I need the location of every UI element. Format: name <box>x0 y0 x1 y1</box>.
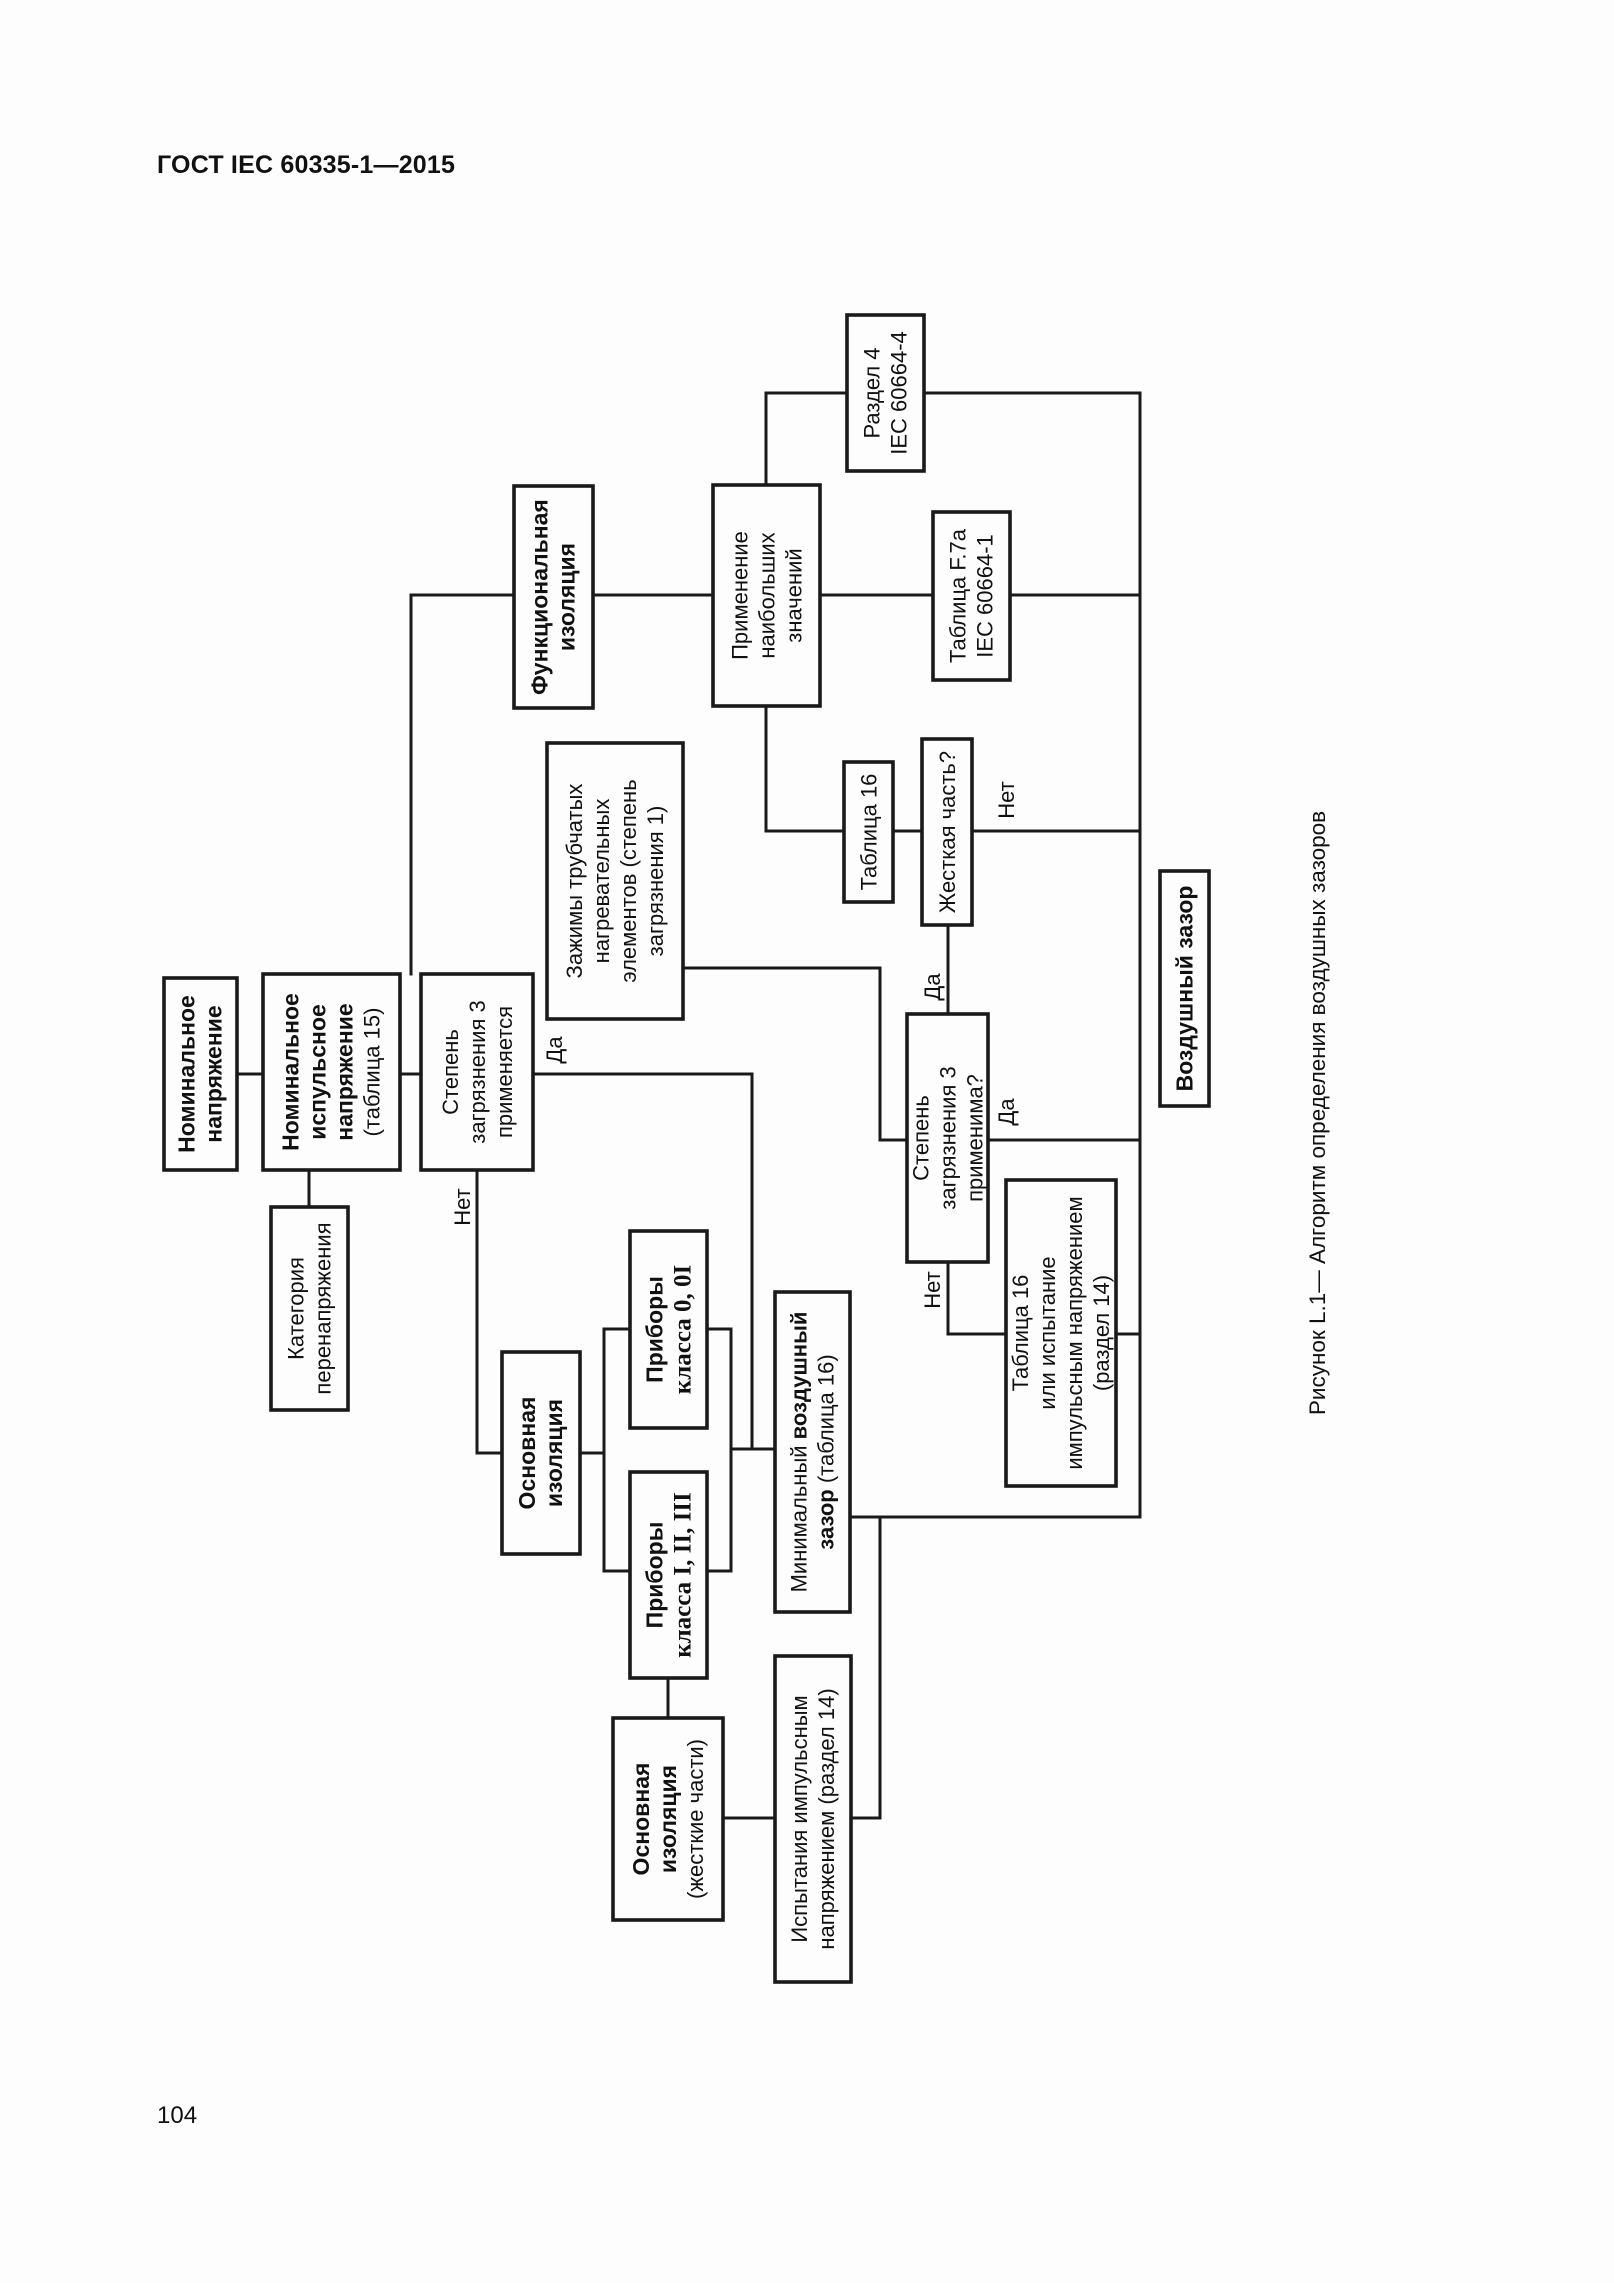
node-pollution-degree3-applicable: Степень загрязнения 3 применима? <box>905 1012 990 1264</box>
node-text: применима? <box>963 1074 988 1202</box>
node-text: или испытание <box>1035 1256 1060 1409</box>
node-table-f7a: Таблица F.7a IEC 60664-1 <box>931 510 1012 682</box>
node-text: Номинальное <box>278 993 304 1151</box>
node-text: наибольших <box>755 532 780 658</box>
node-table16-or-impulse-test: Таблица 16 или испытание импульсным напр… <box>1004 1178 1118 1488</box>
node-text: применяется <box>492 1006 517 1138</box>
node-text: Основная <box>628 1763 654 1876</box>
node-text: Таблица F.7a <box>946 528 971 663</box>
node-text: изоляция <box>554 543 580 651</box>
node-text: Минимальный воздушный <box>787 1312 812 1593</box>
node-appliances-class-1-2-3: Приборы класса I, II, III <box>628 1470 709 1680</box>
edge-label-yes: Да <box>920 973 945 1001</box>
node-text: Приборы <box>642 1522 668 1629</box>
node-pollution-degree3-applies: Степень загрязнения 3 применяется <box>419 972 535 1172</box>
node-overvoltage-category: Категория перенапряжения <box>269 1205 350 1412</box>
node-text: Степень <box>438 1029 463 1115</box>
node-text: IEC 60664-1 <box>973 534 998 658</box>
node-text: Основная <box>514 1397 540 1510</box>
node-text: Таблица 16 <box>857 774 882 891</box>
node-text: напряжение <box>201 1005 227 1142</box>
node-text: Степень <box>909 1095 934 1181</box>
min-clearance-normal: (таблица 16) <box>814 1354 839 1489</box>
node-text: класса 0, 0I <box>670 1265 697 1394</box>
node-rated-voltage: Номинальное напряжение <box>162 976 239 1172</box>
node-text: Приборы <box>642 1276 668 1383</box>
node-text: IEC 60664-4 <box>887 331 912 455</box>
node-text: нагревательных <box>589 799 614 964</box>
node-impulse-voltage-tests: Испытания импульсным напряжением (раздел… <box>773 1654 853 1984</box>
node-text: загрязнения 1) <box>643 806 668 957</box>
node-text: Испытания импульсным <box>787 1695 812 1942</box>
node-text: Жесткая часть? <box>935 751 960 913</box>
min-clearance-normal: Минимальный <box>787 1439 812 1592</box>
node-basic-insulation: Основная изоляция <box>500 1350 582 1556</box>
edge-label-yes: Да <box>994 1098 1019 1126</box>
node-text: перенапряжения <box>311 1222 336 1394</box>
node-text: загрязнения 3 <box>465 1000 490 1143</box>
node-apply-highest-values: Применение наибольших значений <box>711 483 822 708</box>
node-text: класса I, II, III <box>670 1492 697 1658</box>
node-section4-iec60664-4: Раздел 4 IEC 60664-4 <box>845 313 926 473</box>
node-rigid-part-question: Жесткая часть? <box>920 737 974 927</box>
node-air-clearance: Воздушный зазор <box>1158 869 1211 1108</box>
document-header: ГОСТ IEC 60335-1—2015 <box>157 151 456 179</box>
node-text: Применение <box>728 531 753 660</box>
node-basic-insulation-rigid: Основная изоляция (жесткие части) <box>611 1716 725 1922</box>
node-rated-impulse-voltage: Номинальное испульсное напряжение (табли… <box>261 972 402 1172</box>
page-number: 104 <box>157 2102 198 2129</box>
node-text: Зажимы трубчатых <box>562 784 587 979</box>
min-clearance-bold: зазор <box>814 1489 839 1549</box>
node-text: загрязнения 3 <box>936 1066 961 1209</box>
node-text: (таблица 15) <box>360 1008 385 1137</box>
node-tubular-heater-clamps: Зажимы трубчатых нагревательных элементо… <box>545 741 685 1021</box>
connectors <box>235 391 1142 1820</box>
node-text: (раздел 14) <box>1089 1275 1114 1391</box>
node-text: испульсное <box>305 1004 331 1140</box>
node-text: импульсным напряжением <box>1062 1196 1087 1469</box>
node-text: Категория <box>284 1257 309 1360</box>
node-text: (жесткие части) <box>683 1739 708 1899</box>
node-table16-top: Таблица 16 <box>842 760 895 904</box>
node-appliances-class-0: Приборы класса 0, 0I <box>628 1229 709 1430</box>
node-text: изоляция <box>655 1765 681 1873</box>
node-text: напряжением (раздел 14) <box>814 1688 839 1949</box>
node-text: Номинальное <box>174 995 200 1153</box>
node-minimum-clearance: Минимальный воздушный зазор (таблица 16) <box>773 1290 852 1614</box>
node-text: Раздел 4 <box>860 347 885 438</box>
edge-label-no: Нет <box>920 1271 945 1308</box>
edge-labels: Да Нет Да Нет Да Нет <box>450 781 1019 1308</box>
min-clearance-bold: воздушный <box>787 1312 812 1440</box>
node-text: Таблица 16 <box>1008 1275 1033 1392</box>
node-text: напряжение <box>332 1003 358 1140</box>
node-text: Функциональная <box>527 499 553 695</box>
edge-label-no: Нет <box>450 1188 475 1225</box>
edge-label-no: Нет <box>994 781 1019 818</box>
figure-caption: Рисунок L.1— Алгоритм определения воздуш… <box>1305 811 1330 1415</box>
node-text: изоляция <box>541 1399 567 1507</box>
node-functional-insulation: Функциональная изоляция <box>512 484 595 710</box>
node-text: значений <box>782 548 807 642</box>
edge-label-yes: Да <box>542 1036 567 1064</box>
node-text: зазор (таблица 16) <box>814 1354 839 1549</box>
node-text: Воздушный зазор <box>1172 886 1198 1092</box>
node-text: элементов (степень <box>616 779 641 982</box>
